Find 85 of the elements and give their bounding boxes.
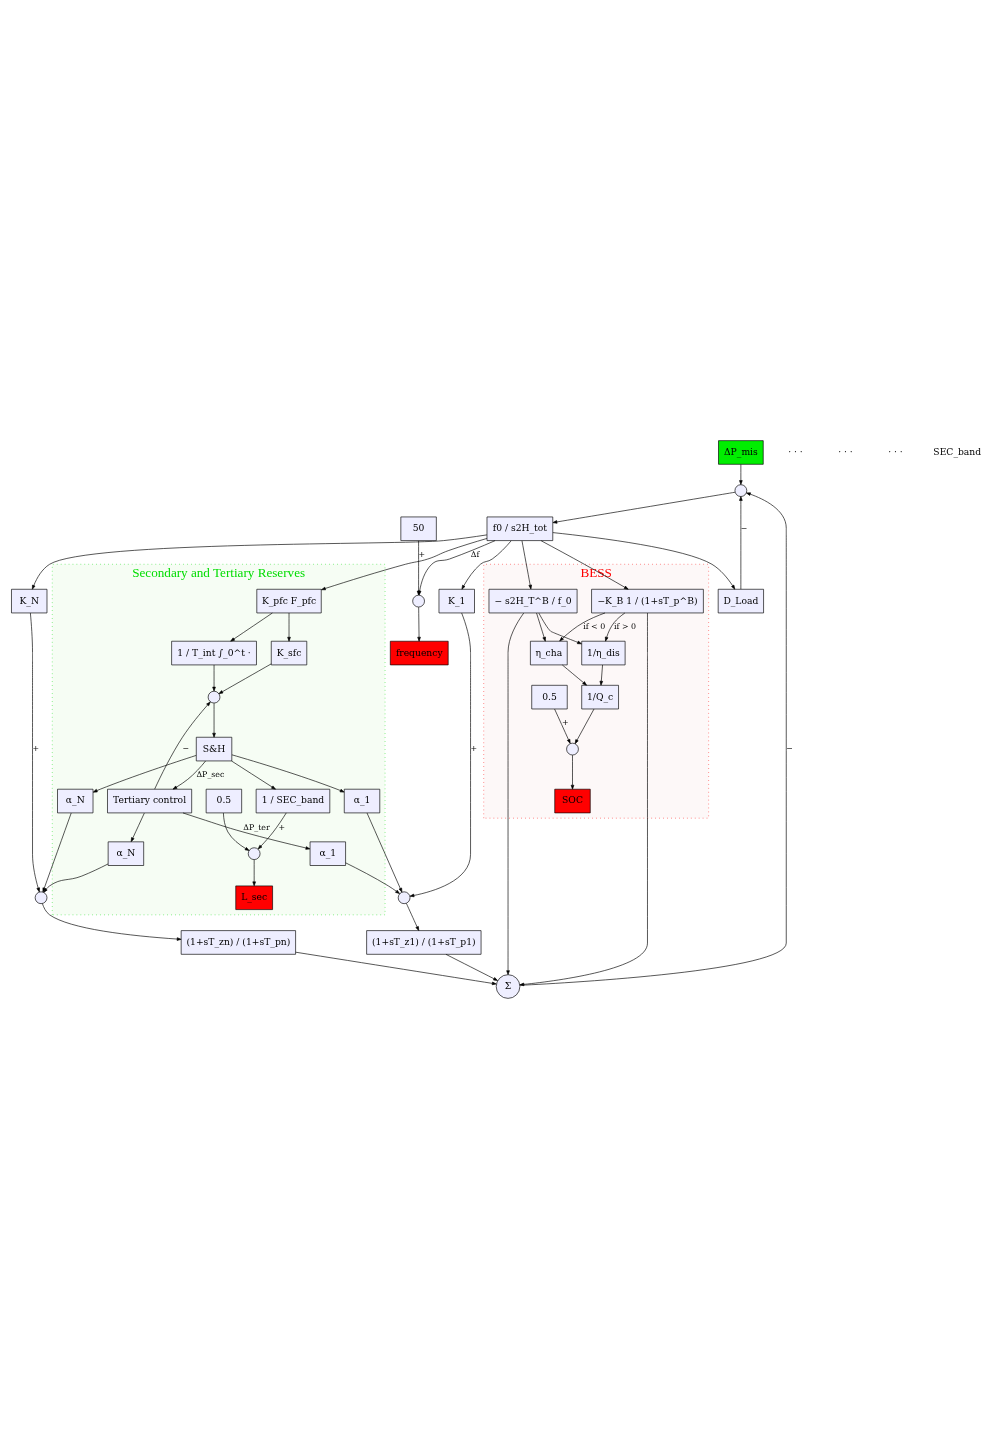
node-box: α_N <box>57 788 94 814</box>
node-box: 0.5 <box>531 684 568 710</box>
arrow <box>92 755 197 793</box>
arrow <box>506 612 525 975</box>
node-box: −K_B 1 / (1+sT_p^B) <box>591 588 704 614</box>
node-box: K_1 <box>438 588 475 614</box>
node-box: 1 / T_int ∫_0^t · <box>171 640 257 666</box>
node-box: D_Load <box>717 588 764 614</box>
arrow <box>252 859 256 887</box>
node-box: 50 <box>400 516 437 541</box>
arrow <box>130 812 145 842</box>
arrow <box>43 863 109 893</box>
arrow <box>554 708 571 744</box>
label: · · · <box>838 445 853 457</box>
node-box: K_sfc <box>270 640 308 666</box>
arrow <box>536 612 546 642</box>
label: · · · <box>888 445 903 457</box>
node-box: 1 / SEC_band <box>255 788 331 814</box>
arrow <box>212 664 216 692</box>
node-circle <box>734 484 748 497</box>
arrow <box>230 612 273 642</box>
arrow <box>345 862 400 894</box>
node-box: K_N <box>11 588 48 614</box>
arrow <box>540 540 629 590</box>
node-box: SOC <box>554 788 591 814</box>
arrow <box>570 754 575 790</box>
arrow <box>599 664 603 686</box>
node-box: Tertiary control <box>107 788 192 814</box>
node-box: α_1 <box>343 788 381 814</box>
arrow <box>295 951 497 986</box>
arrow <box>409 612 471 898</box>
arrow <box>605 612 626 642</box>
arrow <box>32 534 488 590</box>
label: · · · <box>788 445 803 457</box>
node-box: 0.5 <box>205 788 242 814</box>
arrow <box>538 612 582 645</box>
arrow <box>366 812 403 893</box>
arrow <box>42 812 72 893</box>
node-box: (1+sT_zn) / (1+sT_pn) <box>180 930 296 955</box>
arrow <box>182 812 311 850</box>
arrow <box>574 708 595 744</box>
node-box: f0 / s2H_tot <box>486 516 554 541</box>
node-box: K_pfc F_pfc <box>256 588 322 614</box>
node-box: frequency <box>390 640 449 666</box>
node-circle <box>566 742 579 756</box>
node-box: α_1 <box>309 841 346 866</box>
node-circle <box>207 690 221 704</box>
arrow <box>552 532 736 590</box>
arrow <box>154 701 211 790</box>
arrow <box>739 464 743 485</box>
node-box: 1/Q_c <box>581 684 619 710</box>
arrow <box>445 954 498 981</box>
arrow <box>42 903 182 941</box>
arrow <box>30 612 40 893</box>
arrow <box>519 612 648 987</box>
arrow <box>417 606 421 642</box>
arrow <box>519 492 787 986</box>
node-circle <box>34 891 48 904</box>
arrow <box>561 664 587 686</box>
arrow <box>461 540 512 590</box>
node-box: (1+sT_z1) / (1+sT_p1) <box>366 930 482 955</box>
node-box: L_sec <box>235 885 273 910</box>
arrow <box>521 540 532 590</box>
arrow <box>559 612 606 642</box>
arrow <box>739 496 743 590</box>
arrow <box>406 903 420 931</box>
node-box: S&H <box>195 736 233 762</box>
arrow <box>552 491 736 524</box>
node-circle <box>412 594 425 608</box>
arrow <box>223 812 250 851</box>
node-box: − s2H_T^B / f_0 <box>488 588 578 614</box>
arrow <box>257 812 287 850</box>
node-box: α_N <box>107 841 144 866</box>
label: SEC_band <box>933 445 982 457</box>
node-circle <box>247 847 261 860</box>
arrow <box>231 760 276 790</box>
arrow <box>218 663 272 695</box>
arrow <box>287 612 291 642</box>
arrow <box>212 702 216 738</box>
node-box: ΔP_mis <box>718 440 764 465</box>
node-box: η_cha <box>530 640 568 666</box>
arrow <box>172 760 206 790</box>
arrow <box>321 538 488 591</box>
arrow <box>231 754 345 793</box>
node-box: 1/η_dis <box>581 640 626 666</box>
